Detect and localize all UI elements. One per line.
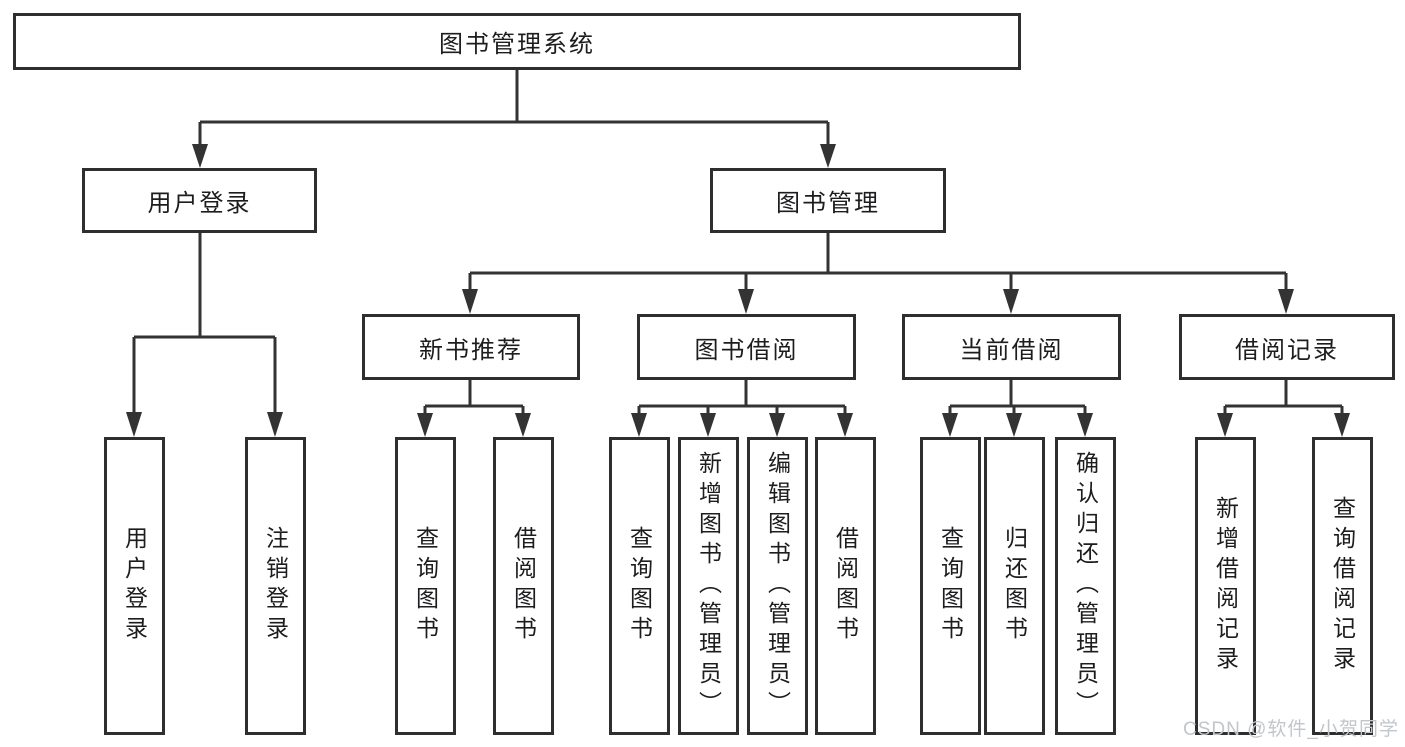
leaf-label: 注销登录 bbox=[262, 526, 289, 646]
arrowhead bbox=[700, 413, 716, 437]
node-borrow-records: 借阅记录 bbox=[1179, 314, 1395, 380]
leaf-label: 新增借阅记录 bbox=[1212, 496, 1239, 676]
leaf-confirm-return-admin: 确认归还（管理员） bbox=[1055, 437, 1116, 735]
arrowhead bbox=[1006, 413, 1022, 437]
leaf-label: 查询图书 bbox=[937, 526, 964, 646]
leaf-user-login: 用户登录 bbox=[104, 437, 165, 735]
node-label: 用户登录 bbox=[147, 190, 252, 217]
node-current-borrow: 当前借阅 bbox=[902, 314, 1121, 380]
leaf-query-books-2: 查询图书 bbox=[609, 437, 670, 735]
leaf-label: 借阅图书 bbox=[510, 526, 537, 646]
leaf-edit-books-admin: 编辑图书（管理员） bbox=[747, 437, 808, 735]
node-label: 新书推荐 bbox=[419, 336, 523, 364]
arrowhead bbox=[192, 144, 208, 168]
leaf-label: 借阅图书 bbox=[832, 526, 859, 646]
connector-book-mgmt-branch bbox=[462, 233, 1294, 314]
arrowhead bbox=[462, 289, 478, 314]
arrowhead bbox=[1217, 413, 1233, 437]
connector-book-borrow-branch bbox=[631, 380, 853, 437]
connector-user-login-branch bbox=[126, 233, 283, 437]
leaf-label: 查询图书 bbox=[626, 526, 653, 646]
leaf-label: 查询图书 bbox=[412, 526, 439, 646]
arrowhead bbox=[1003, 289, 1019, 314]
leaf-label: 编辑图书（管理员） bbox=[764, 451, 791, 721]
arrowhead bbox=[837, 413, 853, 437]
node-new-book-recommend: 新书推荐 bbox=[362, 314, 580, 380]
node-user-login: 用户登录 bbox=[82, 168, 317, 233]
leaf-return-books: 归还图书 bbox=[984, 437, 1045, 735]
leaf-query-borrow-record: 查询借阅记录 bbox=[1312, 437, 1373, 735]
arrowhead bbox=[820, 144, 836, 168]
arrowhead bbox=[267, 412, 283, 437]
leaf-borrow-books-1: 借阅图书 bbox=[493, 437, 554, 735]
connector-current-borrow-branch bbox=[942, 380, 1093, 437]
arrowhead bbox=[1278, 289, 1294, 314]
arrowhead bbox=[1077, 413, 1093, 437]
arrowhead bbox=[126, 412, 142, 437]
arrowhead bbox=[417, 413, 433, 437]
arrowhead bbox=[515, 413, 531, 437]
connector-borrow-records-branch bbox=[1217, 380, 1350, 437]
leaf-borrow-books-2: 借阅图书 bbox=[815, 437, 876, 735]
arrowhead bbox=[769, 413, 785, 437]
node-label: 借阅记录 bbox=[1235, 336, 1339, 364]
leaf-label: 查询借阅记录 bbox=[1329, 496, 1356, 676]
node-label: 图书管理系统 bbox=[439, 31, 595, 58]
leaf-label: 新增图书（管理员） bbox=[695, 451, 722, 721]
node-book-borrow: 图书借阅 bbox=[637, 314, 856, 380]
leaf-label: 用户登录 bbox=[121, 526, 148, 646]
arrowhead bbox=[1334, 413, 1350, 437]
connector-root-to-level2 bbox=[192, 70, 836, 168]
leaf-query-books-1: 查询图书 bbox=[395, 437, 456, 735]
arrowhead bbox=[942, 413, 958, 437]
node-book-management: 图书管理 bbox=[710, 168, 946, 233]
watermark: CSDN @软件_小贺同学 bbox=[1183, 719, 1399, 740]
leaf-add-borrow-record: 新增借阅记录 bbox=[1195, 437, 1256, 735]
leaf-label: 确认归还（管理员） bbox=[1072, 451, 1099, 721]
leaf-label: 归还图书 bbox=[1001, 526, 1028, 646]
node-label: 当前借阅 bbox=[959, 336, 1064, 364]
arrowhead bbox=[631, 413, 647, 437]
arrowhead bbox=[738, 289, 754, 314]
leaf-query-books-3: 查询图书 bbox=[920, 437, 981, 735]
leaf-logout: 注销登录 bbox=[245, 437, 306, 735]
node-root-system: 图书管理系统 bbox=[13, 13, 1021, 70]
connector-new-books-branch bbox=[417, 380, 531, 437]
leaf-add-books-admin: 新增图书（管理员） bbox=[678, 437, 739, 735]
node-label: 图书借阅 bbox=[694, 336, 799, 364]
node-label: 图书管理 bbox=[776, 190, 880, 217]
